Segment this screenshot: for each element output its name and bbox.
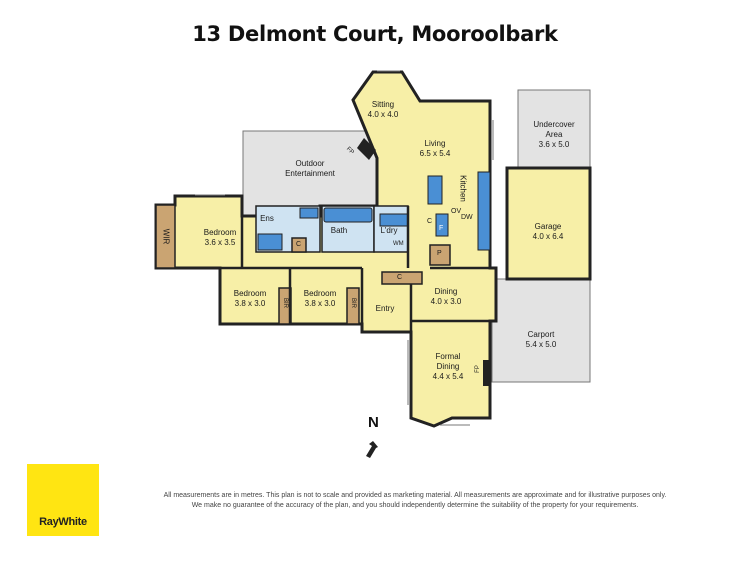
kitchen-bench-lower — [435, 213, 449, 237]
kitchen-side-bench — [477, 171, 491, 251]
raywhite-logo: RayWhite — [27, 464, 99, 536]
laundry-floor — [373, 205, 409, 253]
undercover-area — [517, 89, 591, 169]
ensuite-vanity — [299, 207, 319, 219]
ensuite-cupboard — [291, 237, 307, 253]
fireplace-living — [357, 138, 376, 160]
pantry-cupboard — [429, 244, 451, 266]
ensuite-shower — [257, 233, 283, 251]
disclaimer-text: All measurements are in metres. This pla… — [163, 492, 667, 509]
wir-storage — [155, 204, 176, 269]
bathtub — [323, 207, 373, 223]
bir-storage-2 — [346, 287, 360, 325]
fireplace-formal — [483, 360, 490, 386]
north-arrow — [366, 441, 378, 458]
laundry-bench — [379, 213, 409, 227]
outdoor-entertainment-area — [242, 130, 378, 217]
plan-title: 13 Delmont Court, Mooroolbark — [192, 22, 558, 46]
garage-area — [505, 166, 592, 281]
raywhite-logo-text: RayWhite — [39, 516, 87, 528]
hall-cupboard — [381, 271, 423, 285]
kitchen-bench — [427, 175, 443, 205]
carport-area — [491, 278, 591, 383]
